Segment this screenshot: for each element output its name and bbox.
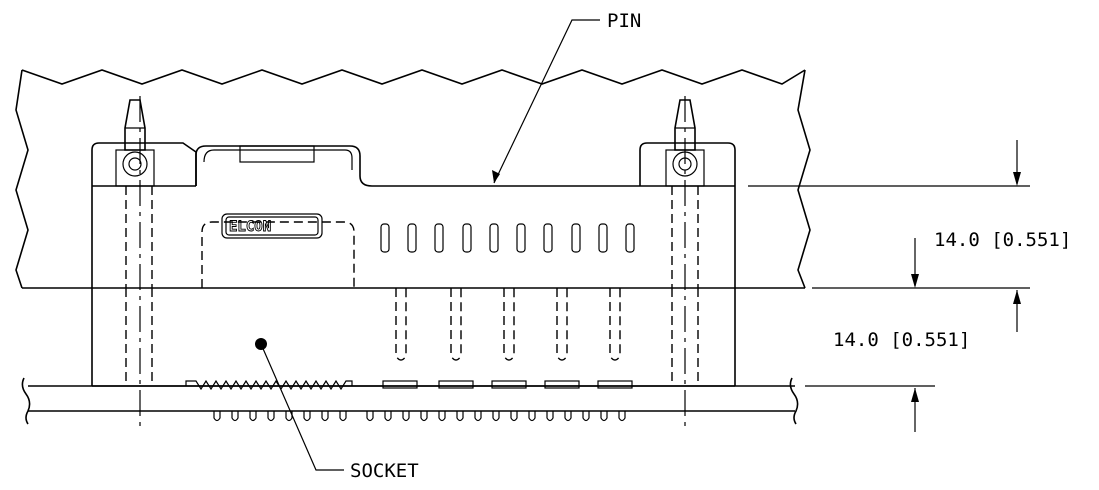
- socket-label: SOCKET: [350, 460, 419, 482]
- socket-leader: SOCKET: [260, 343, 419, 482]
- socket-contact-row: [185, 379, 633, 391]
- left-guide-post: [115, 99, 155, 385]
- center-lines: [139, 96, 686, 428]
- dimension-upper-label: 14.0 [0.551]: [934, 229, 1071, 251]
- dimension-lower-label: 14.0 [0.551]: [833, 329, 970, 351]
- elcon-logo-text: ELCON: [229, 219, 271, 235]
- hidden-pins: [395, 288, 621, 361]
- socket-body: [91, 288, 736, 391]
- upper-board-outline: [15, 69, 811, 289]
- dimensions: 14.0 [0.551] 14.0 [0.551]: [748, 140, 1071, 432]
- pin-slots: [380, 223, 635, 253]
- pin-leader: PIN: [492, 10, 641, 184]
- socket-tails: [213, 411, 626, 422]
- elcon-logo: ELCON: [221, 213, 323, 239]
- pin-header-body: [91, 142, 736, 288]
- pcb-board: [21, 377, 799, 425]
- pin-label: PIN: [607, 10, 641, 32]
